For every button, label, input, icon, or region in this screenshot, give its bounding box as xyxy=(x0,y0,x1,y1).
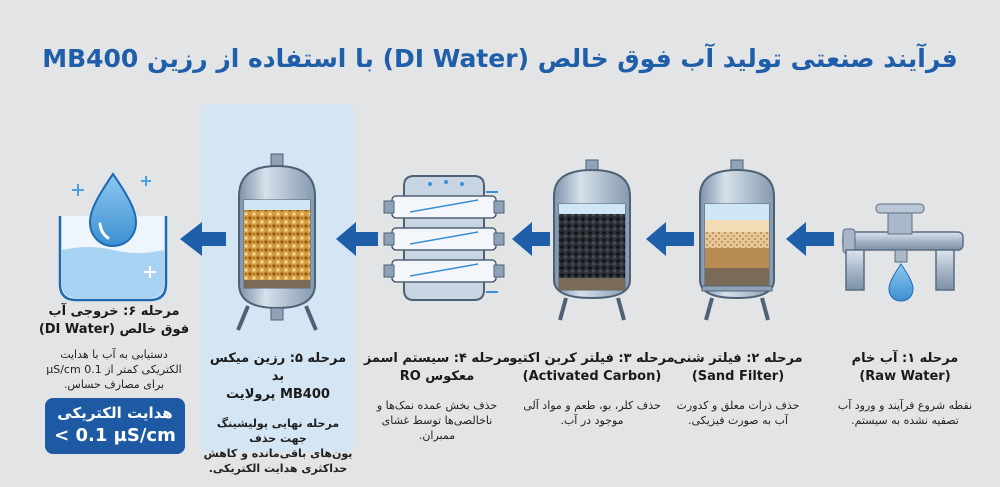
stage-2-description: حذف ذرات معلق و کدورت آب به صورت فیزیکی. xyxy=(676,399,800,427)
stage-1-description: نقطه شروع فرآیند و ورود آب تصفیه نشده به… xyxy=(837,399,973,427)
flow-arrow-2-3 xyxy=(646,222,694,256)
stage-4-description: حذف بخش عمده نمک‌ها و ناخالصی‌ها توسط غش… xyxy=(376,399,498,442)
flow-arrow-4-5 xyxy=(336,222,378,256)
stage-1-title: مرحله ۱: آب خام (Raw Water) xyxy=(851,351,959,384)
flow-arrow-3-4 xyxy=(512,222,550,256)
page-title: فرآیند صنعتی تولید آب فوق خالص (DI Water… xyxy=(42,44,958,73)
conductivity-badge-label: هدایت الکتریکی xyxy=(57,404,173,422)
stage-2-text: مرحله ۲: فیلتر شنی (Sand Filter) حذف ذرا… xyxy=(668,350,808,428)
sand-filter-tank-icon xyxy=(699,159,775,321)
conductivity-badge-value: < 0.1 µS/cm xyxy=(54,425,176,446)
stage-5-title: مرحله ۵: رزین میکس بد MB400 پرولایت xyxy=(209,351,347,402)
stage-6-text: مرحله ۶: خروجی آب فوق خالص (DI Water) دس… xyxy=(30,303,198,392)
stage-4-text: مرحله ۴: سیستم اسمز معکوس RO حذف بخش عمد… xyxy=(362,350,512,443)
stage-5-description: مرحله نهایی پولیشینگ جهت حذف یون‌های باق… xyxy=(203,417,353,475)
stage-4-title: مرحله ۴: سیستم اسمز معکوس RO xyxy=(363,351,511,384)
flow-arrow-5-6 xyxy=(180,222,226,256)
faucet-icon xyxy=(842,203,964,302)
mixed-bed-resin-tank-icon xyxy=(236,153,318,331)
ro-membrane-icon xyxy=(383,175,505,301)
conductivity-badge: هدایت الکتریکی < 0.1 µS/cm xyxy=(45,398,185,454)
flow-arrow-1-2 xyxy=(786,222,834,256)
stage-3-description: حذف کلر، بو، طعم و مواد آلی موجود در آب. xyxy=(523,399,661,427)
stage-3-title: مرحله ۳: فیلتر کربن اکتیو (Activated Car… xyxy=(509,351,675,384)
stage-1-text: مرحله ۱: آب خام (Raw Water) نقطه شروع فر… xyxy=(820,350,990,428)
stage-6-description: دستیابی به آب با هدایت الکتریکی کمتر از … xyxy=(46,348,182,391)
stage-6-title: مرحله ۶: خروجی آب فوق خالص (DI Water) xyxy=(38,304,190,337)
pure-water-beaker-icon xyxy=(58,172,168,302)
stage-3-text: مرحله ۳: فیلتر کربن اکتیو (Activated Car… xyxy=(508,350,676,428)
stage-2-title: مرحله ۲: فیلتر شنی (Sand Filter) xyxy=(673,351,803,384)
stage-5-text: مرحله ۵: رزین میکس بد MB400 پرولایت مرحل… xyxy=(203,350,353,476)
carbon-filter-tank-icon xyxy=(553,159,631,321)
